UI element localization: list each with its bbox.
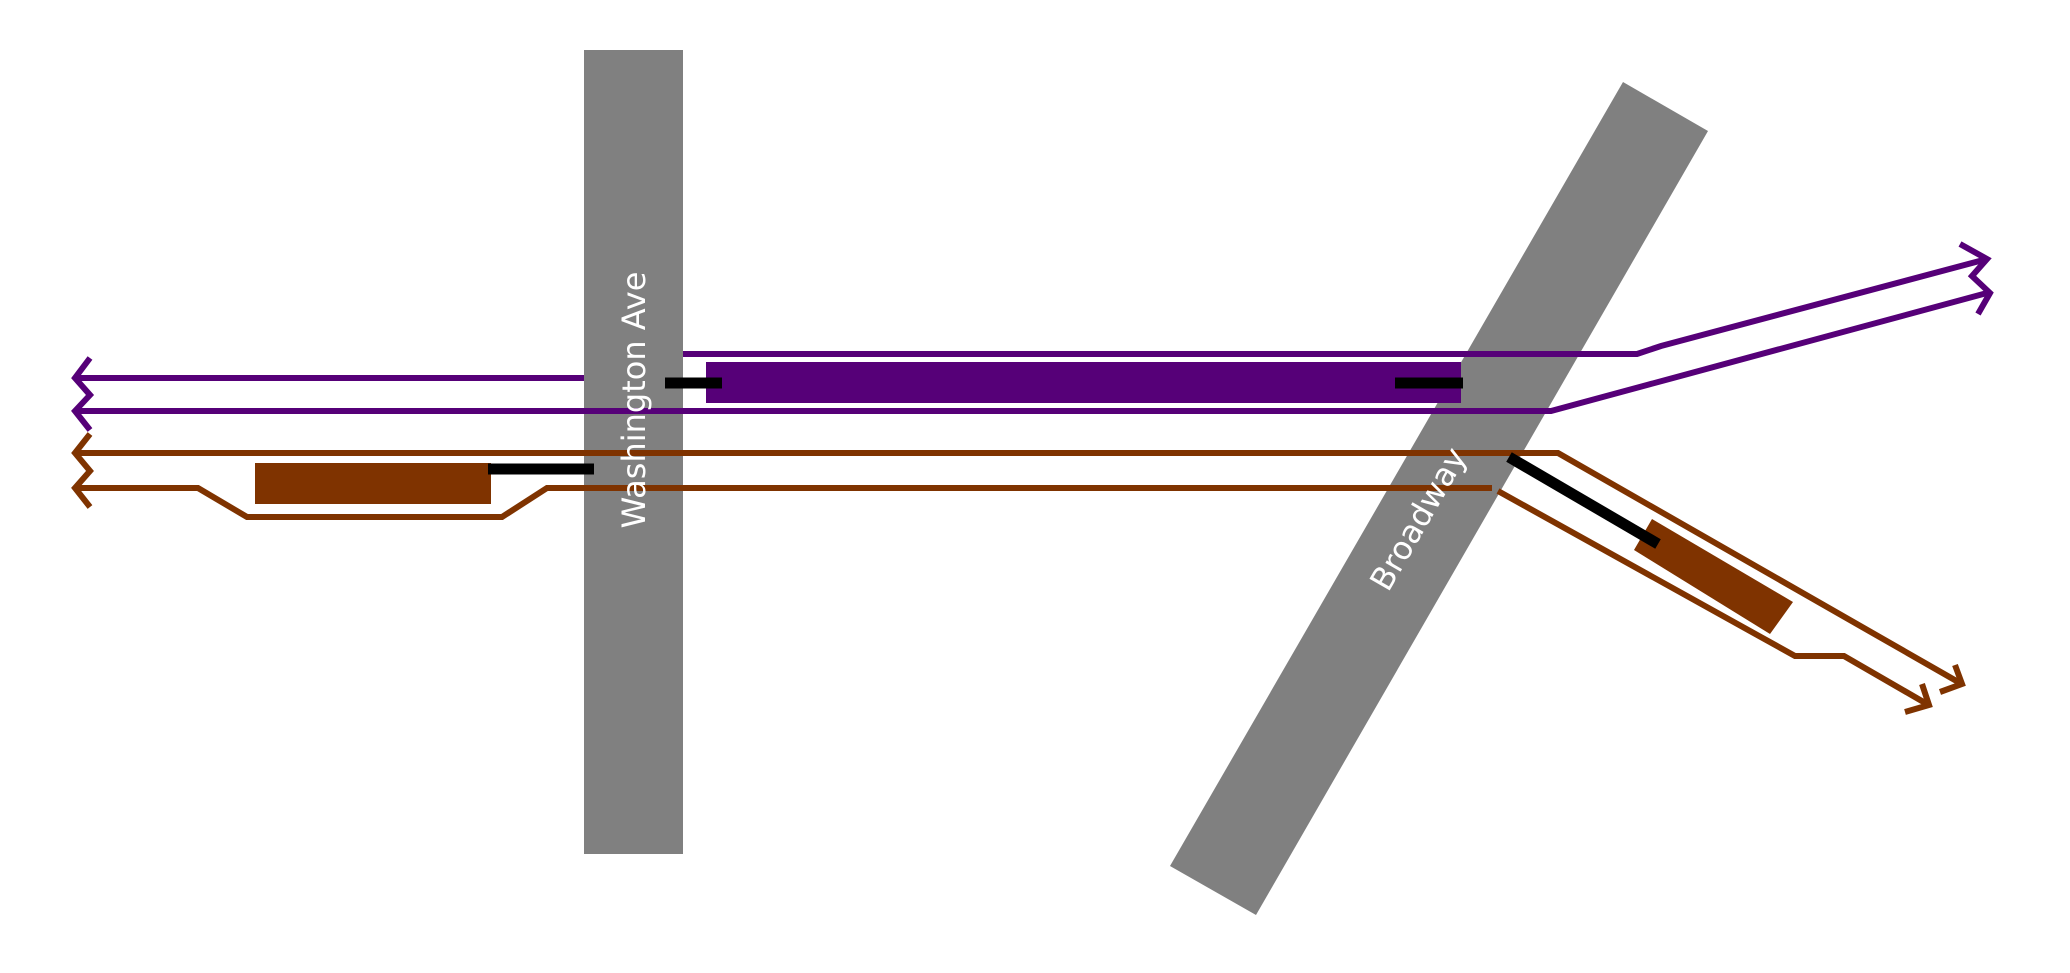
brown-track-west-arrow-icon: [71, 432, 94, 509]
purple-platform: [706, 362, 1461, 403]
brown-track-upper: [75, 450, 1962, 686]
brown-platform-west: [255, 463, 491, 504]
purple-track-east-arrow-icon: [1958, 241, 1994, 316]
purple-line-tracks: [71, 241, 1994, 432]
brown-platform-east: [1634, 519, 1793, 634]
brown-track-east-arrow-icon: [1938, 663, 1966, 695]
entrance-brown-broadway: [1506, 452, 1661, 549]
station-entrances: [488, 377, 1661, 549]
brown-track-lower-diverging: [1496, 488, 1929, 707]
brown-line-tracks: [71, 432, 1966, 715]
purple-track-upper-right: [683, 256, 1988, 357]
purple-track-lower: [75, 290, 1988, 414]
brown-track-east-arrow-2-icon: [1904, 683, 1933, 715]
washington-ave-label: Washington Ave: [615, 272, 653, 529]
purple-track-west-arrow-icon: [71, 356, 95, 432]
brown-track-lower: [75, 485, 1492, 520]
broadway-street: [1170, 82, 1708, 915]
